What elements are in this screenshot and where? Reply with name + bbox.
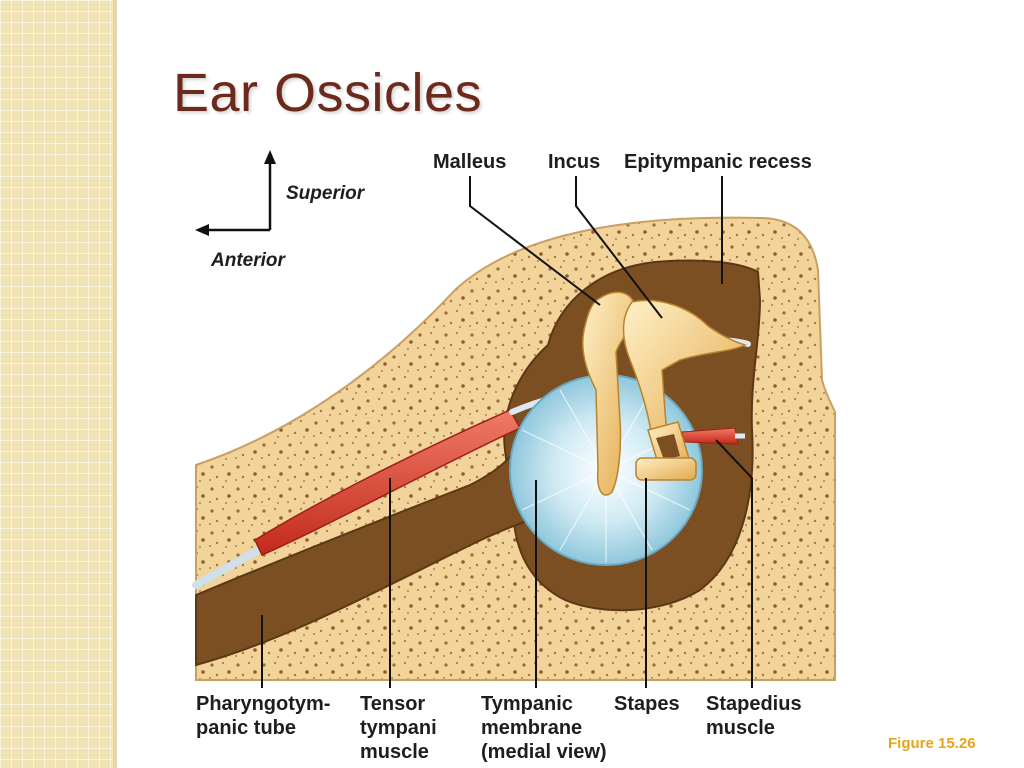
incus-label: Incus bbox=[548, 151, 600, 173]
tympanic-label-line3: (medial view) bbox=[481, 741, 607, 763]
tensor-label-line2: tympani bbox=[360, 717, 437, 739]
tympanic-label-line2: membrane bbox=[481, 717, 582, 739]
stapedius-leader bbox=[715, 439, 753, 688]
slide-title: Ear Ossicles bbox=[173, 63, 483, 123]
stapedius-label-line2: muscle bbox=[706, 717, 775, 739]
tympanic-label-line1: Tympanic bbox=[481, 693, 573, 715]
incus-bone bbox=[622, 299, 748, 447]
anterior-label: Anterior bbox=[210, 250, 287, 271]
malleus-label: Malleus bbox=[433, 151, 506, 173]
tensor-label-line3: muscle bbox=[360, 741, 429, 763]
stapes-label: Stapes bbox=[614, 693, 680, 715]
epitympanic-recess-label: Epitympanic recess bbox=[624, 151, 812, 173]
tendon-strand bbox=[192, 544, 266, 589]
decorative-side-strip bbox=[0, 0, 113, 768]
malleus-leader bbox=[469, 176, 601, 306]
orientation-compass: Superior Anterior bbox=[195, 150, 366, 271]
pharyngotympanic-label-line2: panic tube bbox=[196, 717, 296, 739]
stapes-bone bbox=[635, 421, 697, 481]
stapedius-label-line1: Stapedius bbox=[706, 693, 802, 715]
tensor-label-line1: Tensor bbox=[360, 693, 425, 715]
figure-reference: Figure 15.26 bbox=[888, 735, 976, 752]
side-strip-edge bbox=[113, 0, 117, 768]
pharyngotympanic-label-line1: Pharyngotym- bbox=[196, 693, 330, 715]
superior-label: Superior bbox=[286, 183, 366, 204]
incus-leader bbox=[575, 176, 663, 319]
